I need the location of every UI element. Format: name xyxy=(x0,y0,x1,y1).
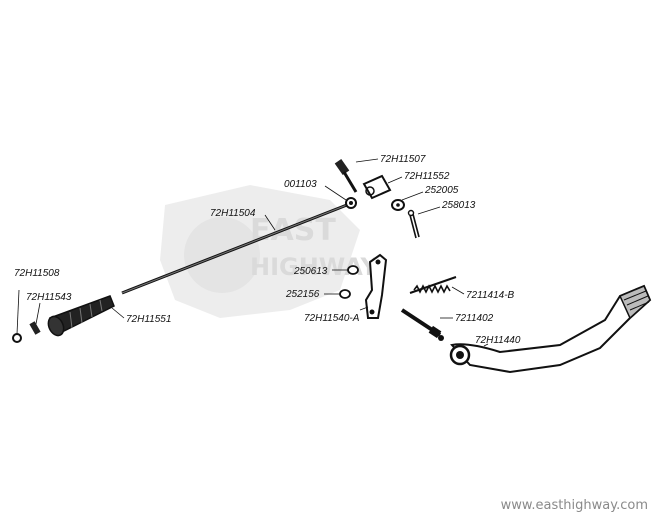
label-72H11440: 72H11440 xyxy=(475,335,521,346)
pin-72H11543 xyxy=(29,321,41,335)
label-72H11504: 72H11504 xyxy=(210,208,256,219)
pivot-bolt-7211402 xyxy=(400,308,444,341)
label-001103: 001103 xyxy=(284,179,317,190)
washer-252005 xyxy=(391,199,405,211)
label-7211414-B: 7211414-B xyxy=(466,290,515,301)
boot-72H11551 xyxy=(47,295,115,337)
spring-7211414-B xyxy=(409,276,457,294)
nut-72H11508 xyxy=(12,289,22,343)
lever-72H11540-A xyxy=(364,253,388,319)
watermark-url: www.easthighway.com xyxy=(500,498,648,513)
label-252156: 252156 xyxy=(285,289,320,300)
pedal-72H11440 xyxy=(449,284,652,374)
label-7211402: 7211402 xyxy=(455,313,494,324)
label-72H11540-A: 72H11540-A xyxy=(304,313,360,324)
nut-001103 xyxy=(345,197,357,209)
rod-72H11504 xyxy=(121,201,353,295)
label-252005: 252005 xyxy=(424,185,459,196)
cotter-pin-258013 xyxy=(407,209,420,239)
label-72H11551: 72H11551 xyxy=(126,314,171,325)
washer-252156 xyxy=(339,289,351,299)
label-258013: 258013 xyxy=(441,200,476,211)
label-72H11543: 72H11543 xyxy=(26,292,72,303)
washer-250613 xyxy=(347,265,359,275)
watermark-logo-top: EAST xyxy=(250,213,336,248)
label-250613: 250613 xyxy=(293,266,328,277)
label-72H11552: 72H11552 xyxy=(404,171,450,182)
label-72H11508: 72H11508 xyxy=(14,268,60,279)
bolt-72H11507 xyxy=(334,158,358,193)
clevis-72H11552 xyxy=(362,174,392,200)
part-labels: 72H11507 72H11552 001103 252005 258013 7… xyxy=(14,154,521,346)
leader-lines xyxy=(35,158,489,347)
label-72H11507: 72H11507 xyxy=(380,154,426,165)
